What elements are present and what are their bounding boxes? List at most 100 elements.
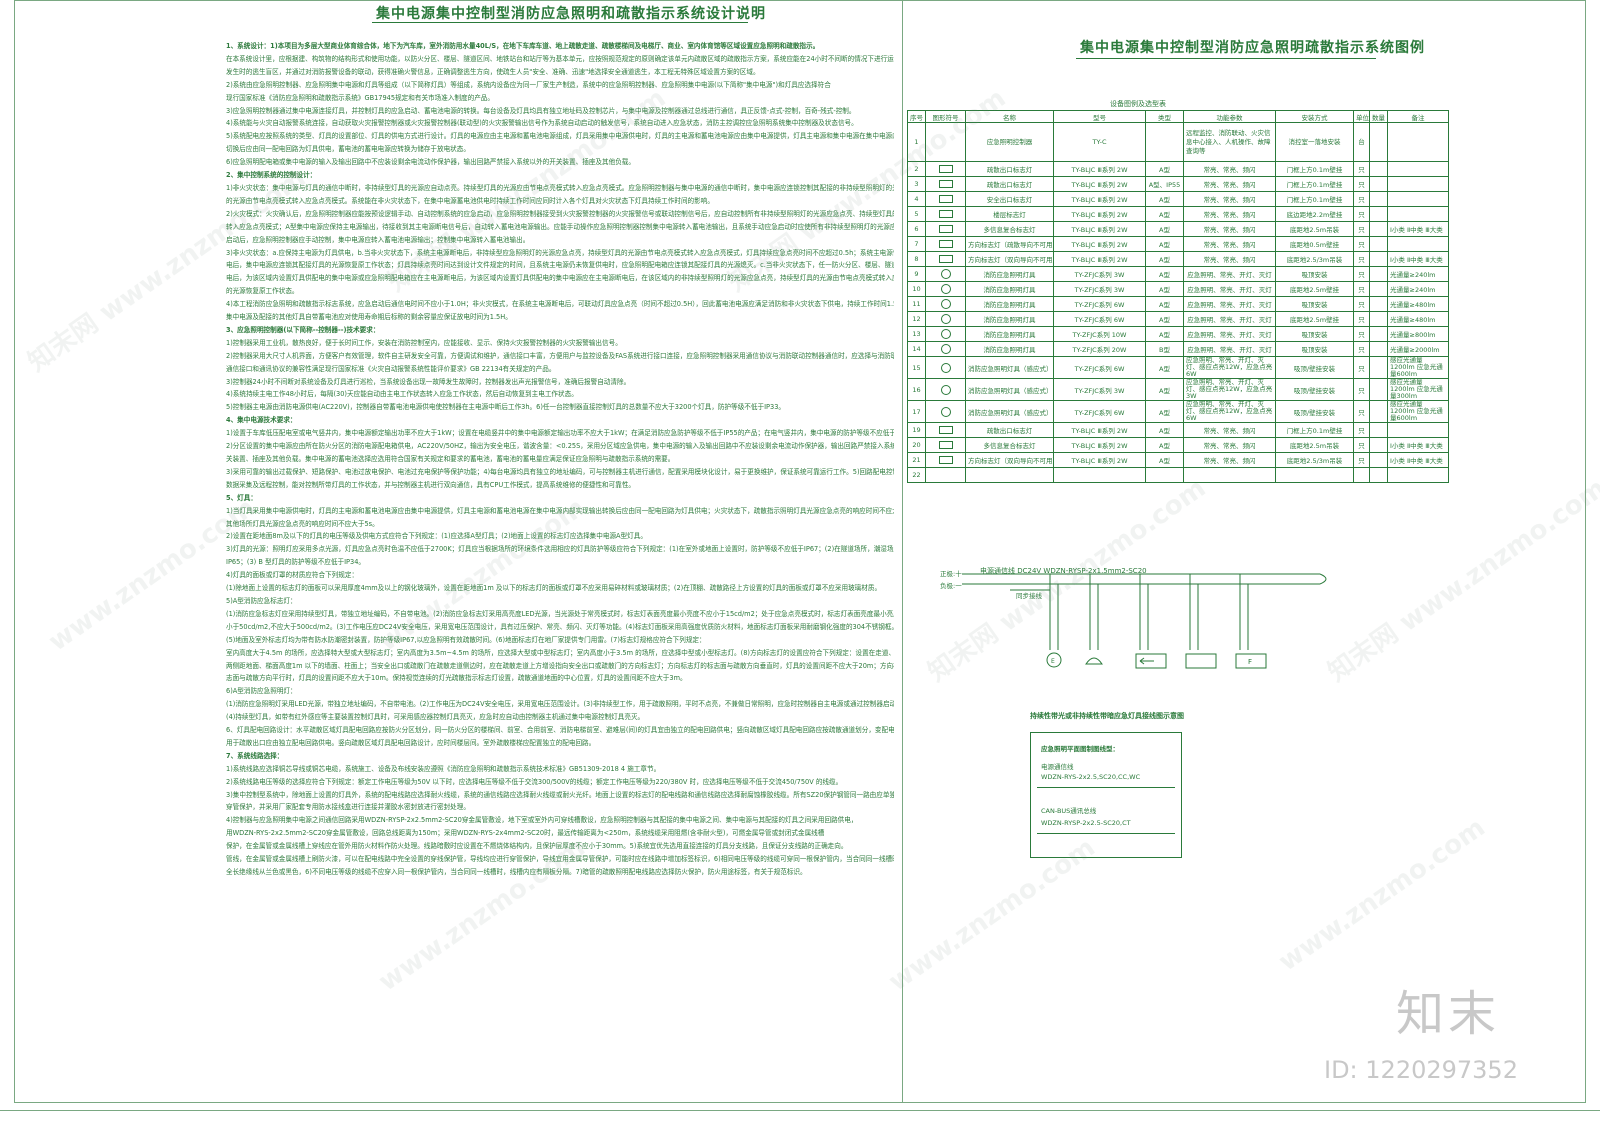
table-cell: 底距地0.5m壁挂 bbox=[1275, 236, 1354, 252]
table-cell: 应急照明、常亮、开灯、灭灯 bbox=[1183, 296, 1276, 312]
table-cell: 吸顶安装 bbox=[1275, 341, 1354, 357]
lamp-symbol-icon bbox=[940, 344, 951, 354]
table-cell: 5 bbox=[907, 206, 926, 222]
table-cell: TY-BLJC Ⅲ系列 2W bbox=[1053, 221, 1146, 237]
table-cell bbox=[1369, 400, 1388, 423]
table-cell: 只 bbox=[1353, 341, 1370, 357]
table-cell bbox=[1369, 422, 1388, 438]
sync-label: 同步接线 bbox=[1016, 591, 1043, 600]
note-line: 管线，在金属管或金属线槽上刷防火漆，可以在配电线路中完全设置的穿线保护管，导线均… bbox=[226, 855, 894, 864]
lamp-symbol-icon bbox=[940, 284, 951, 294]
table-cell: TY-ZFJC系列 6W bbox=[1053, 356, 1146, 379]
table-cell: 只 bbox=[1353, 437, 1370, 453]
table-cell: 光通量≥800lm bbox=[1387, 326, 1449, 342]
symbol-cell bbox=[925, 176, 966, 192]
table-cell: 门框上方0.1m壁挂 bbox=[1275, 191, 1354, 207]
lamp-symbol-icon bbox=[938, 180, 953, 188]
note-line: 5)A型消防应急标志灯： bbox=[226, 596, 297, 605]
note-line: 3)集中控制型系统中，除地面上设置的灯具外，系统的配电线路应选择耐火线缆，系统的… bbox=[226, 790, 894, 799]
note-line: 小于50cd/m2,不应大于500cd/m2。(3)工作电压应DC24V安全电压… bbox=[226, 622, 894, 631]
symbol-cell bbox=[925, 311, 966, 327]
symbol-cell bbox=[925, 236, 966, 252]
table-cell: 感应光通量1200lm 应急光通量600lm bbox=[1387, 356, 1449, 379]
table-cell: 只 bbox=[1353, 378, 1370, 401]
table-cell: 只 bbox=[1353, 221, 1370, 237]
table-cell bbox=[965, 467, 1054, 483]
table-cell: A型 bbox=[1145, 437, 1184, 453]
table-cell: TY-BLJC Ⅲ系列 2W bbox=[1053, 452, 1146, 468]
table-cell: A型 bbox=[1145, 452, 1184, 468]
table-cell: 消防应急照明灯具 bbox=[965, 296, 1054, 312]
lamp-symbol-icon bbox=[938, 441, 953, 449]
table-cell: 只 bbox=[1353, 191, 1370, 207]
table-cell: TY-ZFJC系列 10W bbox=[1053, 326, 1146, 342]
table-cell: TY-BLJC Ⅲ系列 2W bbox=[1053, 437, 1146, 453]
table-cell bbox=[1369, 452, 1388, 468]
note-line: 穿管保护，并采用厂家配套专用防水接线盒进行连接并灌胶水密封放进行密封处理。 bbox=[226, 803, 470, 812]
table-cell: TY-BLJC Ⅲ系列 2W bbox=[1053, 251, 1146, 267]
table-cell: A型 bbox=[1145, 311, 1184, 327]
table-cell: 消防应急照明灯具 bbox=[965, 341, 1054, 357]
table-cell: 12 bbox=[907, 311, 926, 327]
note-line: 5)控制器主电源由消防电源供电(AC220V)，控制器自带蓄电池电源供电使控制器… bbox=[226, 403, 785, 412]
table-cell: 门框上方0.1m壁挂 bbox=[1275, 422, 1354, 438]
note-line: 2、集中控制系统的控制设计： bbox=[226, 171, 317, 180]
power-line-spec: WDZN-RYS-2x2.5,SC20,CC,WC bbox=[1041, 773, 1141, 781]
table-cell: 吸顶安装 bbox=[1275, 326, 1354, 342]
table-cell bbox=[1369, 378, 1388, 401]
note-line: 2)火灾模式：火灾确认后，应急照明控制器应能按预设逻辑手动、自动控制系统的应急启… bbox=[226, 209, 894, 218]
image-id: ID: 1220297352 bbox=[1324, 1056, 1518, 1084]
table-cell: A型 bbox=[1145, 378, 1184, 401]
column-header: 功能参数 bbox=[1183, 110, 1276, 123]
table-cell: B型 bbox=[1145, 341, 1184, 357]
table-cell: 消控室一落地安装 bbox=[1275, 122, 1354, 162]
table-cell: 21 bbox=[907, 452, 926, 468]
table-cell bbox=[1353, 467, 1370, 483]
table-cell: 方向标志灯（疏散导向不可用） bbox=[965, 236, 1054, 252]
table-cell: A型 bbox=[1145, 356, 1184, 379]
note-line: 4)系统能与火灾自动报警系统连接，自动获取火灾报警控制器或火灾报警控制器(联动型… bbox=[226, 119, 858, 128]
table-cell: 常亮、常亮、频闪 bbox=[1183, 161, 1276, 177]
symbol-cell bbox=[925, 422, 966, 438]
table-row: 22 bbox=[907, 467, 1449, 483]
note-line: 1)系统线路应选择铜芯导线或铜芯电缆，系统施工、设备及布线安装应遵照《消防应急照… bbox=[226, 764, 661, 773]
table-cell bbox=[1369, 437, 1388, 453]
bell-symbol bbox=[1085, 657, 1103, 665]
table-cell: 应急照明、常亮、开灯、灭灯 bbox=[1183, 341, 1276, 357]
table-cell bbox=[1369, 356, 1388, 379]
lamp-symbol-icon bbox=[938, 456, 953, 464]
table-cell: 应急照明控制器 bbox=[965, 122, 1054, 162]
table-cell: 光通量≥480lm bbox=[1387, 296, 1449, 312]
table-cell: 17 bbox=[907, 400, 926, 423]
table-cell: TY-ZFJC系列 3W bbox=[1053, 266, 1146, 282]
table-cell: A型 bbox=[1145, 296, 1184, 312]
note-line: 1)设置于车库低压配电室或电气竖井内，集中电源额定输出功率不应大于1kW；设置在… bbox=[226, 429, 894, 438]
table-cell bbox=[1369, 311, 1388, 327]
table-cell: A型 bbox=[1145, 221, 1184, 237]
table-cell: Ⅰ小类 Ⅱ中类 Ⅲ大类 bbox=[1387, 221, 1449, 237]
symbol-cell bbox=[925, 191, 966, 207]
symbol-cell bbox=[925, 251, 966, 267]
note-line: 4)控制器与应急照明集中电源之间通信回路采用WDZN-RYSP-2x2.5mm2… bbox=[226, 816, 858, 825]
table-cell bbox=[1275, 467, 1354, 483]
table-cell: 方向标志灯（双向导向不可用） bbox=[965, 251, 1054, 267]
table-cell: 疏散出口标志灯 bbox=[965, 176, 1054, 192]
table-cell bbox=[1369, 266, 1388, 282]
table-cell: 9 bbox=[907, 266, 926, 282]
table-cell: 应急照明、常亮、开灯、灭灯 bbox=[1183, 281, 1276, 297]
note-line: 发生时的逃生盲区，并通过对消防报警设备的联动，获得准确火警信息，正确调整逃生方向… bbox=[226, 67, 760, 76]
note-line: 1)非火灾状态：集中电源与灯具的通信中断时，非持续型灯具的光源应自动点亮。持续型… bbox=[226, 183, 894, 192]
table-cell bbox=[1145, 122, 1184, 162]
symbol-cell bbox=[925, 281, 966, 297]
table-cell bbox=[1387, 191, 1449, 207]
note-line: 4)系统持续主电工作48小时后，每隔(30)天应能自动由主电工作状态转入应急工作… bbox=[226, 390, 578, 399]
table-cell: 11 bbox=[907, 296, 926, 312]
note-line: (1)消防应急照明灯采用LED光源，带独立地址编码，不自带电池。(2)工作电压为… bbox=[226, 700, 894, 709]
note-line: IP65；(3) B 型灯具的防护等级不应低于IP34。 bbox=[226, 558, 365, 567]
power-line-label: 电源通信线 bbox=[1041, 763, 1074, 771]
table-cell: 常亮、常亮、频闪 bbox=[1183, 176, 1276, 192]
